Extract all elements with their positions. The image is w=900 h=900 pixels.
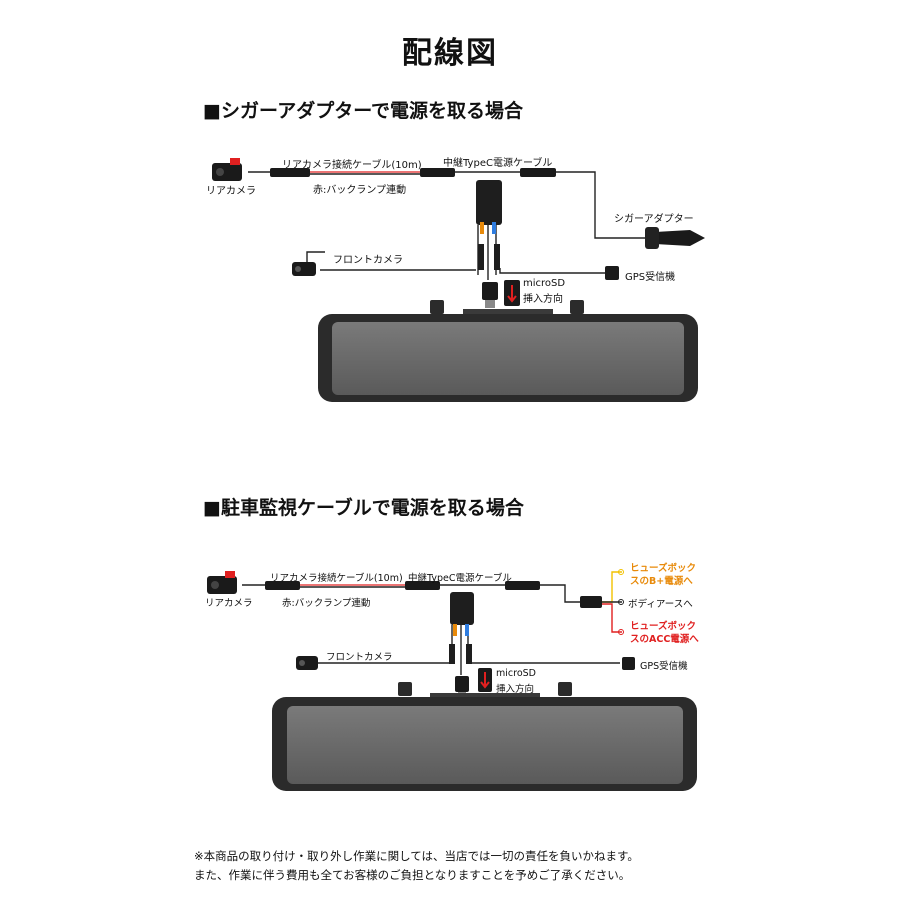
section1-mirror-device — [318, 300, 698, 402]
section2-front-camera-label: フロントカメラ — [326, 652, 393, 663]
section2-gps-label: GPS受信機 — [640, 661, 688, 672]
section2-cable-connector — [405, 581, 440, 590]
section2-microsd-card — [478, 668, 492, 692]
section2-relay-cable-label: 中継TypeC電源ケーブル — [408, 573, 512, 584]
section1-cable-connector — [420, 168, 455, 177]
section2-relay-connector — [505, 581, 540, 590]
section2-fuse-b-label-line1: ヒューズボック — [630, 563, 697, 574]
section1-rear-camera-label: リアカメラ — [206, 186, 256, 197]
section2-acc-terminal — [618, 629, 624, 635]
section2-body-earth-label: ボディアースへ — [628, 599, 693, 610]
section1-insert-direction-label: 挿入方向 — [523, 294, 563, 305]
section1-front-camera-label: フロントカメラ — [333, 255, 403, 266]
section2-wiring — [242, 584, 620, 675]
section2-rear-connector — [265, 581, 300, 590]
section2-fuse-b-label-line2: スのB+電源へ — [630, 576, 693, 587]
section1-microsd-label: microSD — [523, 278, 566, 289]
section1-rear-camera-device — [212, 158, 242, 181]
section2-fuse-acc-label-line1: ヒューズボック — [630, 621, 697, 632]
section2-hub-block — [449, 592, 474, 664]
section1-rear-cable-label: リアカメラ接続ケーブル(10m) — [282, 160, 422, 171]
section2-b-terminal — [618, 569, 624, 575]
section1-cigar-adapter-label: シガーアダプター — [614, 214, 694, 225]
section1-hub-block — [476, 180, 502, 270]
section1-front-camera-device — [292, 262, 316, 276]
section2-gps-device — [622, 657, 635, 670]
section1-gps-device — [605, 266, 619, 280]
section1-microsd-card — [504, 280, 520, 306]
section1-relay-connector — [520, 168, 556, 177]
section1-relay-cable-label: 中継TypeC電源ケーブル — [443, 158, 553, 169]
section1-heading: ■シガーアダプターで電源を取る場合 — [203, 100, 524, 122]
section1-red-backlamp-label: 赤:バックランプ連動 — [313, 185, 407, 196]
section2-fuse-module — [580, 596, 602, 608]
section2-red-backlamp-label: 赤:バックランプ連動 — [282, 598, 371, 609]
section2-rear-camera-device — [207, 571, 237, 594]
section2-earth-terminal — [618, 599, 624, 605]
section1-cigar-adapter-device — [645, 227, 705, 249]
section2-fuse-acc-label-line2: スのACC電源へ — [630, 634, 699, 645]
footer-note-line2: また、作業に伴う費用も全てお客様のご負担となりますことを予めご了承ください。 — [194, 868, 631, 882]
section2-microsd-label: microSD — [496, 668, 536, 679]
page-title: 配線図 — [402, 36, 498, 71]
section2-front-camera-device — [296, 656, 318, 670]
section2-insert-direction-label: 挿入方向 — [496, 684, 535, 695]
section2-mirror-device — [272, 682, 697, 791]
section1-usbc-plug — [482, 282, 498, 308]
section2-rear-camera-label: リアカメラ — [205, 598, 253, 609]
footer-note-line1: ※本商品の取り付け・取り外し作業に関しては、当店では一切の責任を負いかねます。 — [194, 849, 639, 863]
section1-gps-label: GPS受信機 — [625, 272, 676, 283]
section1-rear-connector — [270, 168, 310, 177]
section2-heading: ■駐車監視ケーブルで電源を取る場合 — [203, 497, 524, 519]
section2-rear-cable-label: リアカメラ接続ケーブル(10m) — [270, 573, 403, 584]
